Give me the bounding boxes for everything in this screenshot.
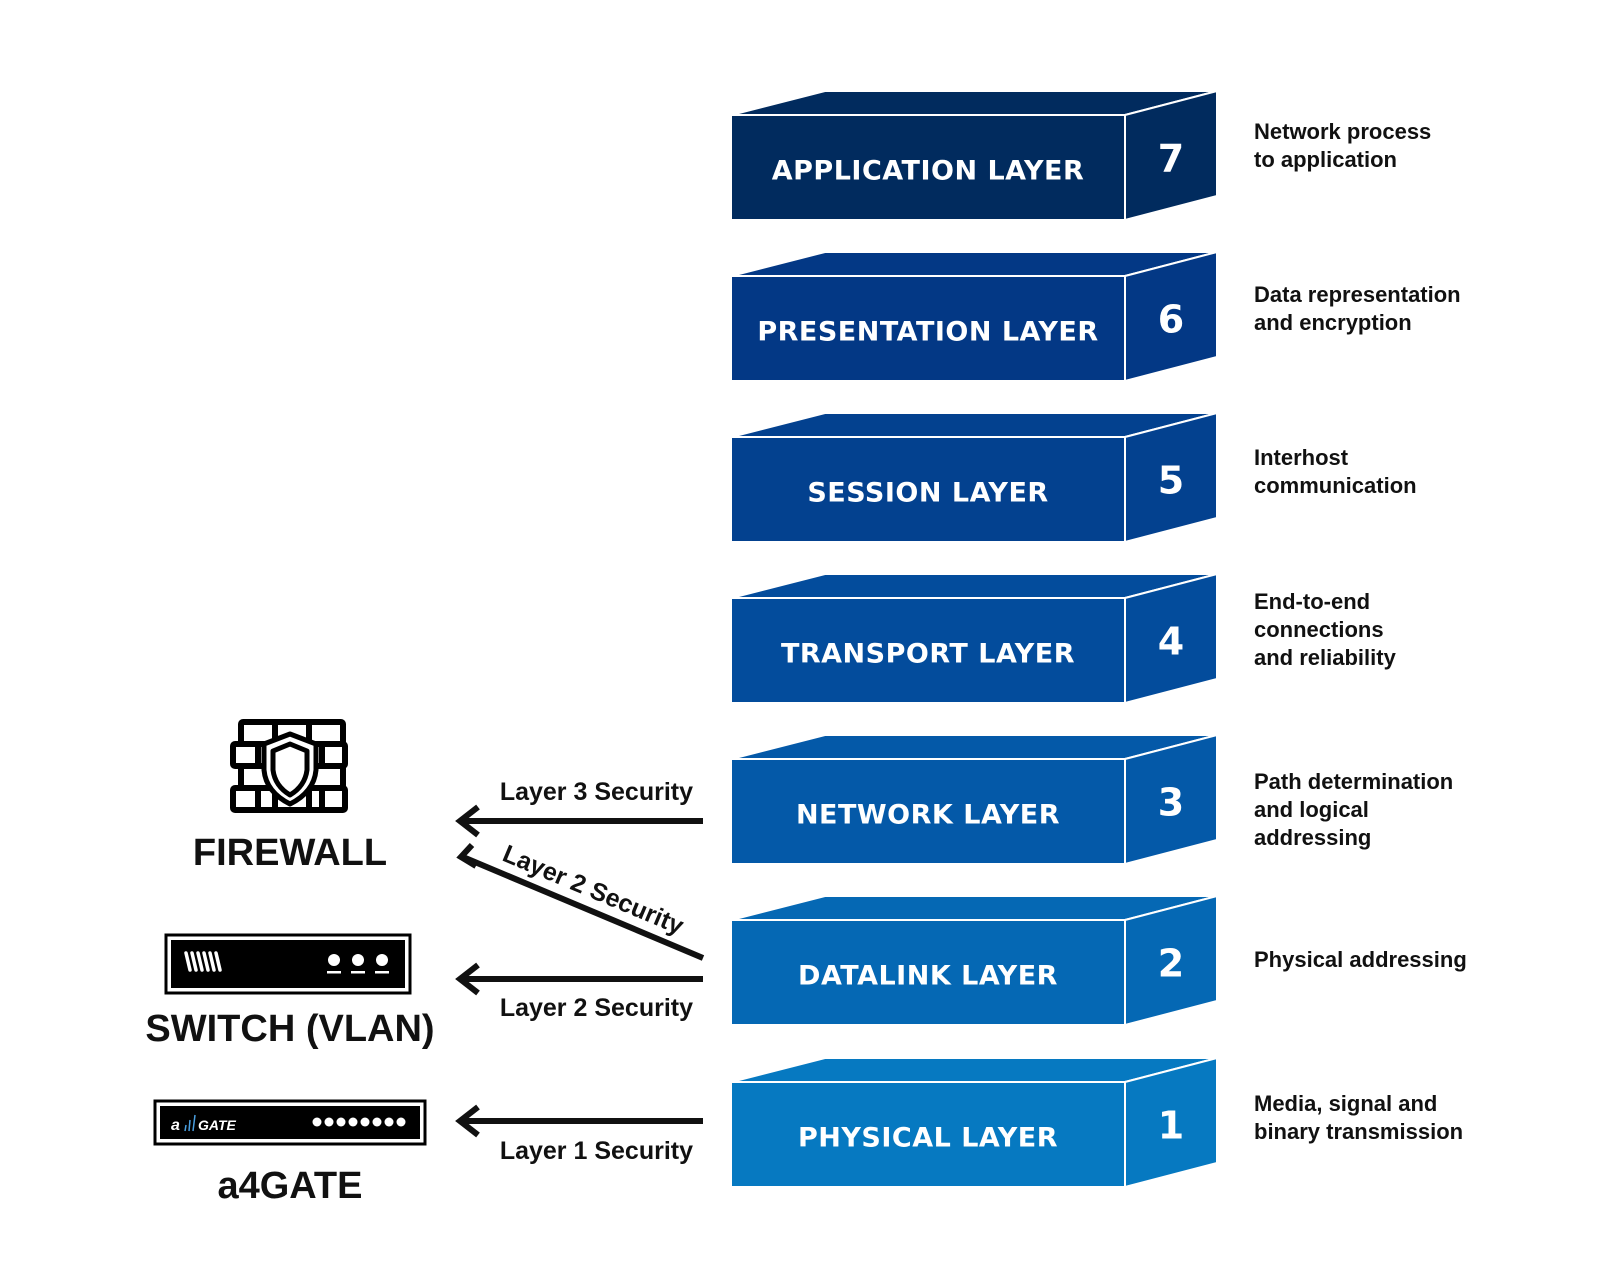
layer-block-5: SESSION LAYER 5: [730, 411, 1218, 544]
a4gate-label: a4GATE: [217, 1165, 363, 1207]
layer-block-4: TRANSPORT LAYER 4: [730, 572, 1218, 705]
switch-label: SWITCH (VLAN): [145, 1008, 435, 1050]
layer-front-face: [730, 114, 1126, 221]
firewall-icon: [230, 719, 348, 813]
layer-number: 5: [1158, 459, 1184, 503]
layer-name: NETWORK LAYER: [796, 800, 1060, 831]
arrowhead-icon: [456, 842, 478, 869]
layer-front-face: [730, 758, 1126, 865]
layer-front-face: [730, 1081, 1126, 1188]
layer-number: 7: [1158, 137, 1184, 181]
arrowhead-icon: [455, 1104, 480, 1138]
security-arrow-layer1: Layer 1 Security: [455, 1104, 703, 1165]
layer-front-face: [730, 597, 1126, 704]
layer-side-face: [1124, 572, 1218, 705]
arrow-line: [461, 854, 705, 961]
a4gate-icon: a GATE: [153, 1099, 427, 1146]
layer-number: 1: [1158, 1104, 1184, 1148]
layer-front-face: [730, 919, 1126, 1026]
layer-description-7: Network process to application: [1254, 119, 1432, 172]
layer-block-3: NETWORK LAYER 3: [730, 733, 1218, 866]
security-label-layer3: Layer 3 Security: [500, 778, 693, 806]
security-arrow-layer2-firewall: Layer 2 Security: [456, 840, 705, 961]
arrowhead-icon: [455, 804, 480, 838]
a4gate-badge-prefix: a: [171, 1117, 180, 1134]
security-label-layer1: Layer 1 Security: [500, 1137, 693, 1165]
firewall-label: FIREWALL: [192, 832, 388, 874]
layer-block-7: APPLICATION LAYER 7: [730, 89, 1218, 222]
layer-number: 6: [1158, 298, 1184, 342]
layer-name: TRANSPORT LAYER: [781, 639, 1075, 670]
layer-name: APPLICATION LAYER: [772, 156, 1085, 187]
layer-block-1: PHYSICAL LAYER 1: [730, 1056, 1218, 1189]
security-arrows: Layer 3 Security Layer 2 Security Layer …: [455, 778, 705, 1165]
layer-description-1: Media, signal and binary transmission: [1254, 1091, 1464, 1144]
layer-description-5: Interhost communication: [1254, 445, 1417, 498]
switch-ports-icon: [184, 951, 222, 972]
layer-name: PHYSICAL LAYER: [798, 1123, 1058, 1154]
arrowhead-icon: [455, 962, 480, 996]
layer-number: 2: [1158, 942, 1184, 986]
security-arrow-layer2-switch: Layer 2 Security: [455, 962, 703, 1022]
layer-side-face: [1124, 894, 1218, 1027]
layer-name: PRESENTATION LAYER: [757, 317, 1098, 348]
layer-block-2: DATALINK LAYER 2: [730, 894, 1218, 1027]
layer-side-face: [1124, 89, 1218, 222]
switch-leds-icon: [327, 954, 389, 974]
layer-number: 3: [1158, 781, 1184, 825]
a4gate-badge-text: GATE: [198, 1117, 237, 1133]
layer-side-face: [1124, 1056, 1218, 1189]
layer-number: 4: [1158, 620, 1184, 664]
switch-icon: [164, 933, 412, 995]
security-label-layer2: Layer 2 Security: [500, 994, 693, 1022]
layer-description-6: Data representation and encryption: [1254, 282, 1461, 335]
a4gate-bars-icon: [184, 1114, 196, 1132]
layer-description-3: Path determination and logical addressin…: [1254, 769, 1454, 850]
security-label-layer2-diagonal: Layer 2 Security: [499, 840, 688, 941]
layer-description-4: End-to-end connections and reliability: [1254, 589, 1396, 670]
layer-name: DATALINK LAYER: [798, 961, 1058, 992]
layer-side-face: [1124, 411, 1218, 544]
layer-side-face: [1124, 250, 1218, 383]
security-arrow-layer3: Layer 3 Security: [455, 778, 703, 838]
layer-front-face: [730, 436, 1126, 543]
a4gate-leds-icon: [312, 1117, 406, 1127]
layer-block-6: PRESENTATION LAYER 6: [730, 250, 1218, 383]
layer-side-face: [1124, 733, 1218, 866]
layer-name: SESSION LAYER: [807, 478, 1048, 509]
layer-description-2: Physical addressing: [1254, 947, 1467, 972]
